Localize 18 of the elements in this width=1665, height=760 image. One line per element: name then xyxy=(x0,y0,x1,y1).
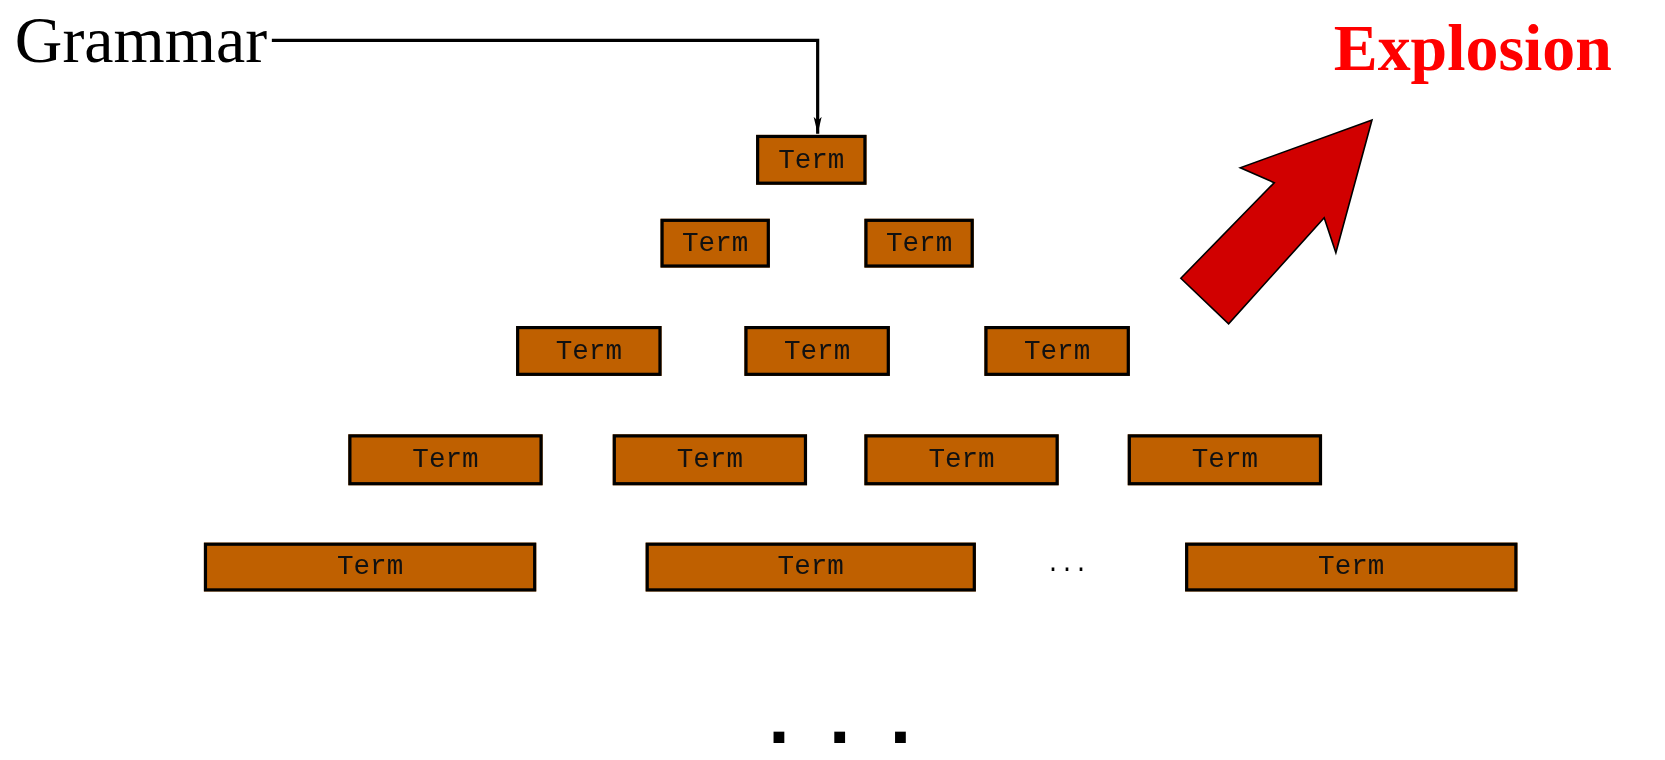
term-box: Term xyxy=(756,134,867,185)
explosion-heading: Explosion xyxy=(1333,10,1612,86)
arrow xyxy=(271,38,822,134)
ellipsis: ... xyxy=(1045,552,1089,579)
term-box: Term xyxy=(864,434,1059,486)
term-box: Term xyxy=(864,218,974,268)
term-box: Term xyxy=(1127,434,1323,486)
term-box: Term xyxy=(612,434,808,486)
term-box: Term xyxy=(516,326,662,376)
ellipsis: ... xyxy=(756,679,939,760)
term-box: Term xyxy=(203,542,537,592)
term-box: Term xyxy=(348,434,543,486)
term-box: Term xyxy=(1185,542,1518,592)
term-box: Term xyxy=(984,326,1130,376)
term-box: Term xyxy=(660,218,770,268)
grammar-label: Grammar xyxy=(14,2,268,77)
term-box: Term xyxy=(645,542,976,592)
term-box: Term xyxy=(744,326,890,376)
